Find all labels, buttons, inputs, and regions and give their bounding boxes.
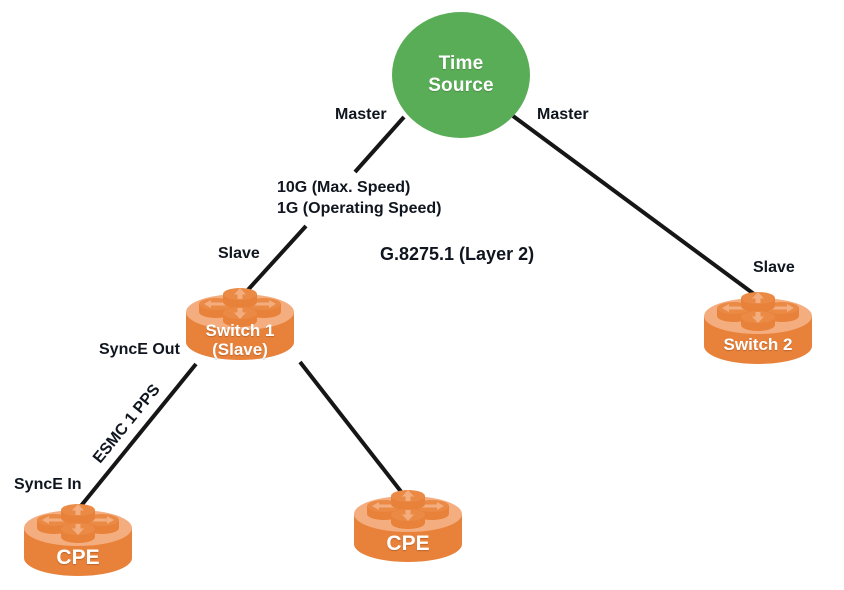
- cpe-port-front: [391, 509, 425, 529]
- cpe-icon: [354, 490, 462, 562]
- node-switch-1[interactable]: Switch 1 (Slave): [176, 280, 304, 372]
- cpe-port-left: [37, 514, 71, 534]
- link-switch1-cpe2: [298, 360, 408, 500]
- switch-port-top: [741, 292, 775, 312]
- label-speed-max: 10G (Max. Speed): [277, 179, 411, 198]
- label-master-left: Master: [335, 106, 387, 125]
- node-cpe-2[interactable]: CPE: [344, 482, 472, 574]
- label-speed-operating: 1G (Operating Speed): [277, 200, 442, 219]
- node-time-source-label: Time Source: [428, 53, 494, 98]
- node-switch-2[interactable]: Switch 2: [694, 284, 822, 376]
- switch-icon: [186, 288, 294, 360]
- cpe-port-top: [61, 504, 95, 524]
- node-time-source[interactable]: Time Source: [392, 12, 530, 138]
- switch-port-top: [223, 288, 257, 308]
- label-slave-left: Slave: [218, 245, 260, 264]
- link-timesource-switch1-upper: [353, 115, 406, 174]
- switch-port-front: [223, 307, 257, 327]
- node-time-source-label-line2: Source: [428, 75, 494, 96]
- cpe-port-top: [391, 490, 425, 510]
- cpe-port-front: [61, 523, 95, 543]
- switch-icon: [704, 292, 812, 364]
- link-timesource-switch1-lower: [244, 224, 308, 294]
- label-protocol: G.8275.1 (Layer 2): [380, 244, 535, 265]
- switch-port-front: [741, 311, 775, 331]
- node-cpe-1[interactable]: CPE: [14, 496, 142, 588]
- label-synce-in: SyncE In: [14, 476, 82, 495]
- link-timesource-switch2: [511, 114, 760, 299]
- cpe-icon: [24, 504, 132, 576]
- label-slave-right: Slave: [753, 259, 795, 278]
- node-time-source-label-line1: Time: [438, 52, 484, 74]
- link-switch1-cpe1: [74, 362, 198, 514]
- label-synce-out: SyncE Out: [99, 341, 180, 360]
- label-master-right: Master: [537, 106, 589, 125]
